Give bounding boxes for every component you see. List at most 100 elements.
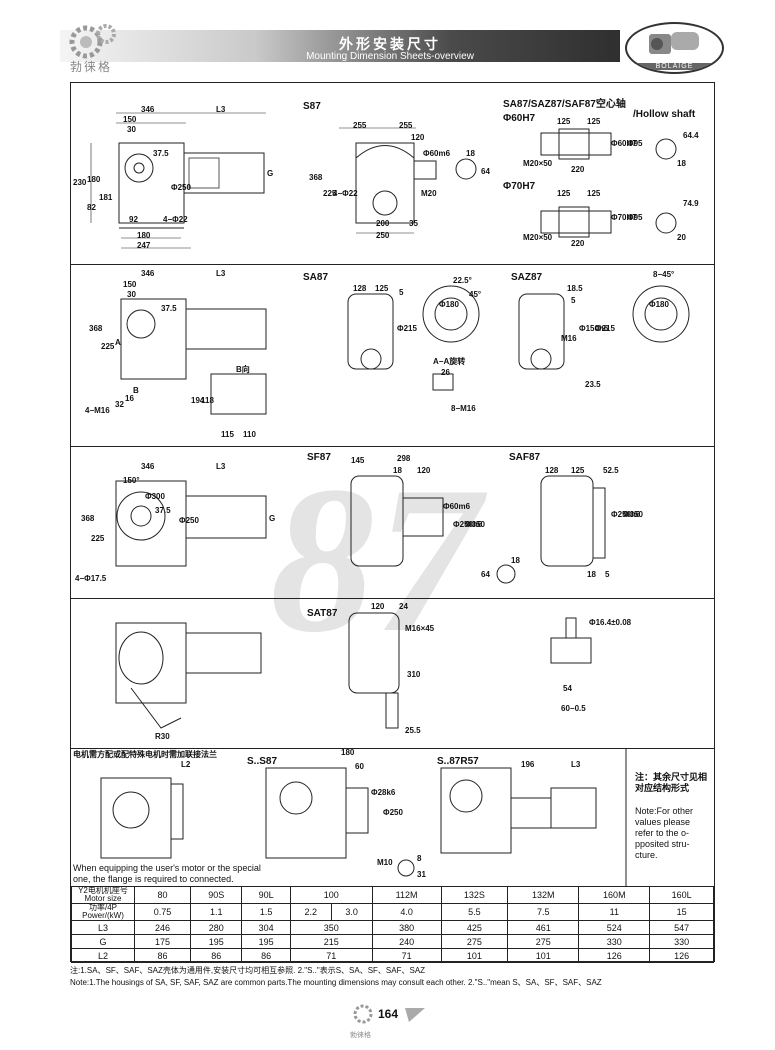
s87-dim-l3: L3 — [216, 105, 226, 114]
sf87-dim-l3: L3 — [216, 462, 226, 471]
hollow2-dim-20: 20 — [677, 233, 686, 242]
table-cell: 330 — [578, 934, 651, 949]
row-header: L3 — [71, 920, 135, 935]
hollow2-dim-phi70h7: Φ70H7 — [611, 213, 637, 222]
gear-small-icon — [353, 1004, 373, 1024]
sa87-dim-l3: L3 — [216, 269, 226, 278]
table-cell: 90L — [241, 886, 291, 904]
sf87-dim-37-5: 37.5 — [155, 506, 171, 515]
table-cell: 80 — [134, 886, 191, 904]
table-cell: 275 — [440, 934, 509, 949]
s87-dim-181: 181 — [99, 193, 113, 202]
sa87-marker-a: A — [115, 338, 121, 347]
sf87-dim-18b: 18 — [511, 556, 520, 565]
row-adapter: 电机需方配或配特殊电机时需加联接法兰 L2 When equipping the… — [71, 748, 714, 886]
saf87-dim-phi250h6: Φ250h6 — [611, 510, 641, 519]
s87-dim-230: 230 — [73, 178, 87, 187]
table-cell: 160L — [649, 886, 714, 904]
adapter-note-cn: 电机需方配或配特殊电机时需加联接法兰 — [73, 750, 217, 759]
hollow2-dim-220: 220 — [571, 239, 585, 248]
s-s87-dim-180: 180 — [341, 748, 355, 757]
sf87-dim-4-phi17-5: 4−Φ17.5 — [75, 574, 107, 583]
table-cell: 86 — [134, 948, 191, 963]
adapter-dim-l2: L2 — [181, 760, 191, 769]
s-87r57-dim-196: 196 — [521, 760, 535, 769]
hollow1-dim-125b: 125 — [587, 117, 601, 126]
side-note-cn: 注：其余尺寸见相对应结构形式 — [635, 772, 708, 793]
table-cell: 215 — [289, 934, 373, 949]
table-cell: 524 — [578, 920, 651, 935]
page-header: 勃徕格 外形安装尺寸 Mounting Dimension Sheets-ove… — [0, 0, 775, 74]
s87-dim-200: 200 — [376, 219, 390, 228]
table-cell: 86 — [189, 948, 243, 963]
s87-dim-82: 82 — [87, 203, 96, 212]
saf87-dim-128: 128 — [545, 466, 559, 475]
table-cell: 330 — [649, 934, 714, 949]
table-cell: 547 — [649, 920, 714, 935]
s-s87-dim-phi28k6: Φ28k6 — [371, 788, 396, 797]
sat87-drawing — [115, 612, 592, 729]
sf87-dim-phi350: Φ350 — [465, 520, 485, 529]
table-cell: 101 — [507, 948, 580, 963]
sat87-dim-60: 60−0.5 — [561, 704, 586, 713]
hollow2-dim-phi95: Φ95 — [627, 213, 643, 222]
saf87-dim-18: 18 — [587, 570, 596, 579]
s87-dim-30: 30 — [127, 125, 136, 134]
sat87-dim-310: 310 — [407, 670, 421, 679]
hollow-shaft-phi60h7: Φ60H7 — [503, 113, 536, 124]
s87-dim-phi60m6: Φ60m6 — [423, 149, 451, 158]
s-s87-label: S..S87 — [247, 756, 278, 767]
table-cell: 380 — [371, 920, 442, 935]
s87-dim-250: 250 — [376, 231, 390, 240]
sa87-dim-26: 26 — [441, 368, 450, 377]
s87-dim-225: 225 — [323, 189, 337, 198]
saf87-dim-phi350: Φ350 — [623, 510, 643, 519]
sf87-dim-368: 368 — [81, 514, 95, 523]
s-s87-dim-phi250: Φ250 — [383, 808, 403, 817]
gearbox-logo: BOLAIGE — [625, 22, 724, 74]
sa87-dim-22-5deg: 22.5° — [453, 276, 472, 285]
sa87-dim-5: 5 — [399, 288, 404, 297]
hollow1-dim-64-4: 64.4 — [683, 131, 699, 140]
hollow-shaft-title: SA87/SAZ87/SAF87空心轴 — [503, 99, 626, 110]
sa87-dim-8-m16: 8−M16 — [451, 404, 476, 413]
motor-size-header-en: Motor size — [84, 894, 122, 903]
table-cell: 280 — [189, 920, 243, 935]
row-sa87: SA87 346 L3 150 30 37.5 368 225 A B B向 1… — [71, 264, 714, 447]
sa87-view-b: B向 — [236, 365, 250, 374]
sf87-dim-18: 18 — [393, 466, 402, 475]
page-arrow-icon — [405, 1008, 425, 1022]
logo-brand-text: BOLAIGE — [627, 63, 722, 70]
table-cell: 1.1 — [189, 903, 243, 921]
gearbox-icon — [649, 32, 699, 54]
table-cell: 2.2 — [289, 903, 332, 921]
table-cell: 126 — [578, 948, 651, 963]
s-s87-dim-m10: M10 — [377, 858, 393, 867]
page-number: 164 — [378, 1007, 399, 1021]
table-cell: 3.0 — [330, 903, 373, 921]
sa87-label: SA87 — [303, 272, 329, 283]
table-row-g: G 175 195 195 215 240 275 275 330 330 — [71, 934, 714, 949]
s-s87-dim-60: 60 — [355, 762, 364, 771]
sf87-dim-g: G — [269, 514, 276, 523]
sf87-dim-120: 120 — [417, 466, 431, 475]
sa87-dim-150: 150 — [123, 280, 137, 289]
page-number-block: 164 — [350, 1002, 430, 1028]
table-cell: 112M — [371, 886, 442, 904]
sa87-dim-225: 225 — [101, 342, 115, 351]
s87-dim-368: 368 — [309, 173, 323, 182]
s87-dim-4-phi22b: 4−Φ22 — [333, 189, 358, 198]
hollow2-dim-125b: 125 — [587, 189, 601, 198]
hollow-shaft-phi70h7: Φ70H7 — [503, 181, 536, 192]
watermark-87: 87 — [270, 444, 480, 676]
sa87-dim-346: 346 — [141, 269, 155, 278]
row-sat87: SAT87 120 24 M16×45 310 25.5 R30 Φ16.4±0… — [71, 598, 714, 749]
gear-logo-icon — [69, 24, 116, 59]
sf87-dim-64: 64 — [481, 570, 490, 579]
s87-dim-180b: 180 — [137, 231, 151, 240]
table-cell: 11 — [578, 903, 651, 921]
hollow1-dim-phi95: Φ95 — [627, 139, 643, 148]
sat87-dim-24: 24 — [399, 602, 408, 611]
power-header-en: Power/(kW) — [82, 911, 124, 920]
sa87-dim-phi215: Φ215 — [397, 324, 417, 333]
